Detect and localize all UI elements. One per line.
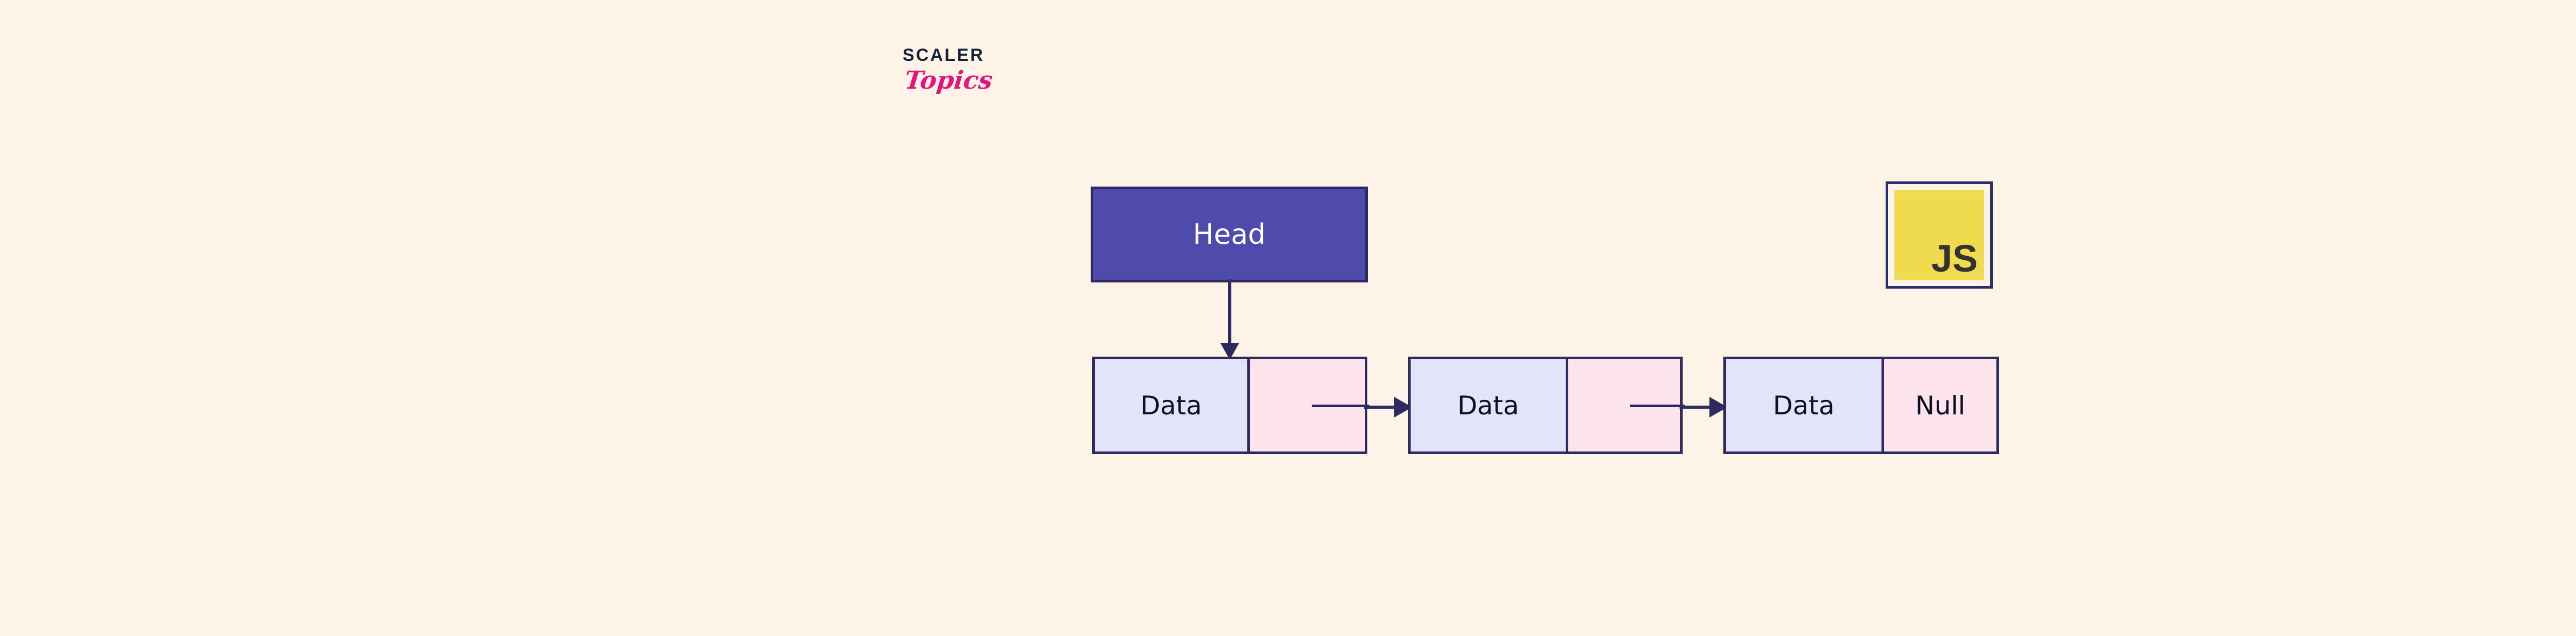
brand-wordmark: SCALER	[903, 45, 985, 65]
list-node: Data	[1408, 357, 1685, 454]
node-data-cell: Data	[1095, 359, 1248, 451]
node1-to-node2-arrow-icon	[1364, 397, 1412, 417]
node-data-label: Data	[1457, 390, 1519, 421]
node-pointer-cell: Null	[1882, 359, 1996, 451]
pointer-tail-line	[1312, 404, 1370, 407]
javascript-logo-icon: JS	[1886, 181, 1993, 289]
node-data-label: Data	[1140, 390, 1202, 421]
scaler-topics-logo: SCALER Topics	[903, 46, 1057, 119]
node2-to-node3-arrow-icon	[1680, 397, 1727, 417]
node-data-cell: Data	[1726, 359, 1882, 451]
head-label: Head	[1193, 218, 1266, 250]
node-pointer-cell	[1566, 359, 1685, 451]
node-pointer-cell	[1247, 359, 1370, 451]
pointer-tail-line	[1630, 404, 1685, 407]
node-data-cell: Data	[1411, 359, 1566, 451]
js-logo-label: JS	[1931, 237, 1978, 280]
head-pointer-box: Head	[1091, 187, 1368, 282]
list-node: Data	[1092, 357, 1370, 454]
head-to-node1-arrow-icon	[1221, 279, 1239, 360]
list-node: Data Null	[1723, 357, 1999, 454]
node-data-label: Data	[1773, 390, 1835, 421]
js-logo-square: JS	[1894, 190, 1984, 280]
brand-script-topics: Topics	[903, 66, 994, 95]
node-null-label: Null	[1915, 390, 1965, 421]
